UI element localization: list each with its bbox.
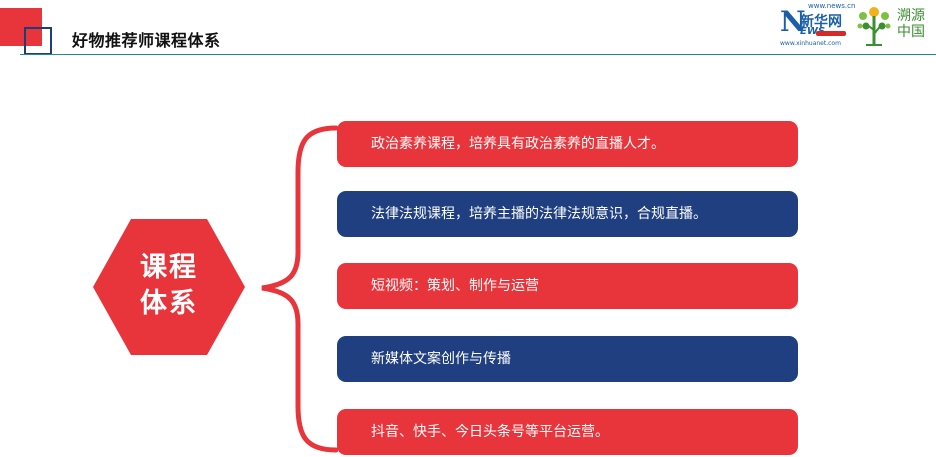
xinhua-logo-stripe	[816, 31, 846, 36]
header-divider	[20, 54, 936, 55]
suyuan-logo-line2: 中国	[897, 24, 925, 40]
xinhua-logo: www.news.cn N 新华网 EWS www.xinhuanet.com	[780, 2, 855, 50]
suyuan-logo: 溯源 中国	[852, 2, 932, 50]
center-label-line2: 体系	[140, 288, 198, 319]
suyuan-logo-text: 溯源 中国	[896, 8, 926, 40]
course-item-new-media: 新媒体文案创作与传播	[337, 336, 798, 382]
page-title: 好物推荐师课程体系	[72, 31, 221, 50]
course-item-politics: 政治素养课程，培养具有政治素养的直播人才。	[337, 121, 798, 167]
course-item-platforms: 抖音、快手、今日头条号等平台运营。	[337, 409, 798, 455]
xinhua-logo-name: 新华网	[800, 14, 842, 30]
xinhua-logo-letter: N	[780, 5, 806, 38]
course-item-law: 法律法规课程，培养主播的法律法规意识，合规直播。	[337, 191, 798, 237]
xinhua-url-bottom: www.xinhuanet.com	[780, 40, 841, 47]
course-item-short-video: 短视频：策划、制作与运营	[337, 263, 798, 309]
suyuan-logo-line1: 溯源	[897, 8, 925, 24]
tree-icon	[857, 7, 891, 46]
xinhua-logo-ews: EWS	[800, 26, 826, 37]
curly-brace	[261, 125, 338, 453]
corner-outline-square	[24, 27, 52, 55]
xinhua-url-top: www.news.cn	[808, 2, 856, 10]
center-label: 课程 体系	[93, 250, 245, 322]
center-label-line1: 课程	[140, 252, 198, 283]
